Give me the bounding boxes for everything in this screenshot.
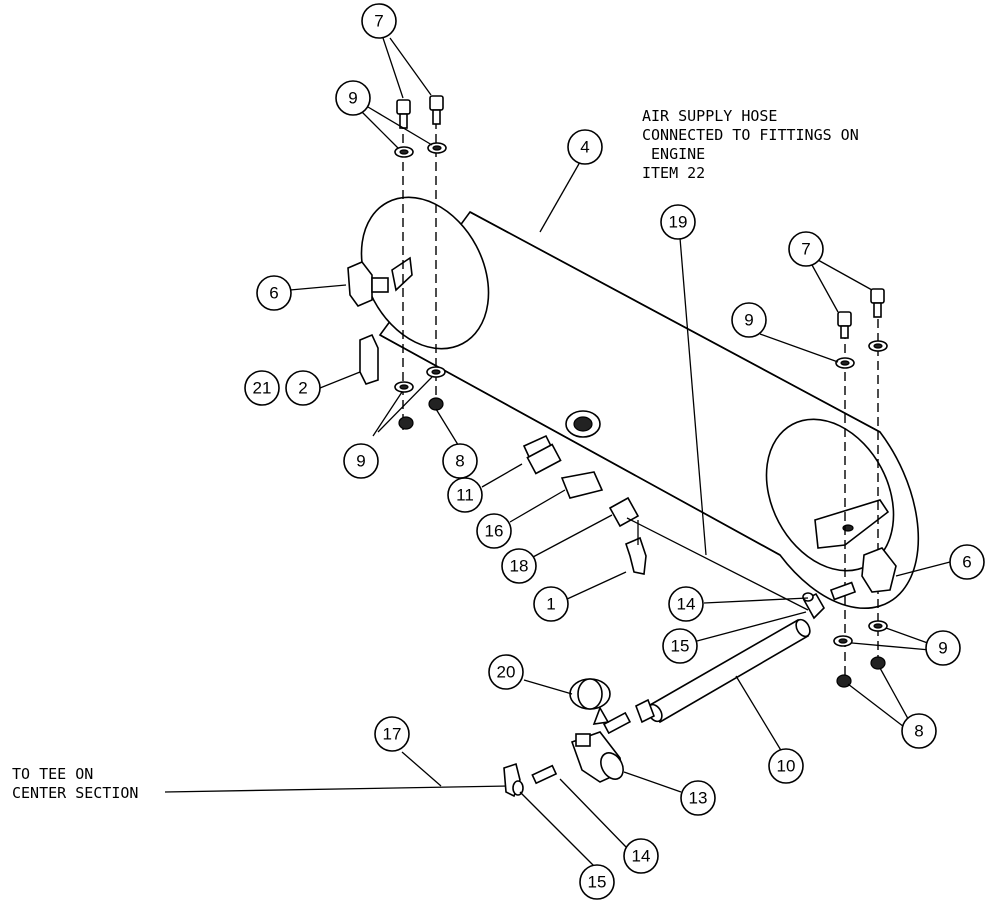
callout-9-left-bottom: 9 — [343, 443, 379, 479]
callout-13: 13 — [680, 780, 716, 816]
svg-text:15: 15 — [588, 873, 607, 892]
right-elbow-fitting — [802, 547, 897, 620]
svg-text:8: 8 — [914, 722, 923, 741]
svg-text:2: 2 — [298, 379, 307, 398]
svg-text:9: 9 — [744, 311, 753, 330]
callout-4: 4 — [567, 129, 603, 165]
left-hardware — [394, 95, 447, 430]
svg-text:1: 1 — [546, 595, 555, 614]
callout-8-right: 8 — [901, 713, 937, 749]
callout-2: 2 — [285, 370, 321, 406]
callout-1: 1 — [533, 586, 569, 622]
svg-text:6: 6 — [269, 284, 278, 303]
svg-text:7: 7 — [374, 12, 383, 31]
svg-text:14: 14 — [632, 847, 651, 866]
svg-text:9: 9 — [938, 639, 947, 658]
svg-text:20: 20 — [497, 663, 516, 682]
svg-text:21: 21 — [253, 379, 272, 398]
callout-7-right: 7 — [788, 231, 824, 267]
callout-15-right: 15 — [662, 628, 698, 664]
tank-outlet-fittings — [522, 434, 647, 575]
callout-19: 19 — [660, 204, 696, 240]
svg-text:15: 15 — [671, 637, 690, 656]
left-elbow-fitting — [347, 261, 389, 385]
svg-text:16: 16 — [485, 522, 504, 541]
callout-18: 18 — [501, 548, 537, 584]
svg-text:18: 18 — [510, 557, 529, 576]
air-tank — [360, 196, 920, 609]
line-fittings — [164, 762, 558, 798]
callout-14-right: 14 — [668, 586, 704, 622]
callout-15-bottom: 15 — [579, 864, 615, 900]
callout-20: 20 — [488, 654, 524, 690]
svg-text:13: 13 — [689, 789, 708, 808]
callout-7-top-left: 7 — [361, 3, 397, 39]
svg-text:7: 7 — [801, 240, 810, 259]
svg-text:9: 9 — [356, 452, 365, 471]
svg-text:11: 11 — [456, 486, 474, 505]
air-supply-note-line-1: AIR SUPPLY HOSE — [642, 107, 777, 125]
air-supply-line — [626, 517, 809, 611]
svg-text:6: 6 — [962, 553, 971, 572]
svg-text:8: 8 — [455, 452, 464, 471]
tee-note: TO TEE ON CENTER SECTION — [12, 765, 138, 802]
callout-10: 10 — [768, 748, 804, 784]
callout-8-left: 8 — [442, 443, 478, 479]
callout-6-left: 6 — [256, 275, 292, 311]
svg-text:4: 4 — [580, 138, 589, 157]
callout-14-bottom: 14 — [623, 838, 659, 874]
svg-text:17: 17 — [383, 725, 402, 744]
air-supply-note: AIR SUPPLY HOSE CONNECTED TO FITTINGS ON… — [642, 107, 859, 182]
svg-text:10: 10 — [777, 757, 796, 776]
callouts: 7 9 4 19 7 9 6 21 2 9 8 11 16 18 1 14 15… — [244, 3, 985, 900]
callout-21: 21 — [244, 370, 280, 406]
cap — [569, 678, 611, 725]
callout-17: 17 — [374, 716, 410, 752]
leader-lines — [289, 37, 951, 867]
callout-9-right-top: 9 — [731, 302, 767, 338]
callout-6-right: 6 — [949, 544, 985, 580]
svg-text:9: 9 — [348, 89, 357, 108]
tee-note-line-2: CENTER SECTION — [12, 784, 138, 802]
svg-text:19: 19 — [669, 213, 688, 232]
right-hardware — [833, 288, 888, 688]
callout-16: 16 — [476, 513, 512, 549]
callout-11: 11 — [447, 477, 483, 513]
air-supply-note-line-2: CONNECTED TO FITTINGS ON — [642, 126, 859, 144]
callout-9-top-left: 9 — [335, 80, 371, 116]
svg-text:14: 14 — [677, 595, 696, 614]
air-supply-note-line-4: ITEM 22 — [642, 164, 705, 182]
valve — [570, 731, 624, 783]
air-supply-note-line-3: ENGINE — [642, 145, 705, 163]
tee-note-line-1: TO TEE ON — [12, 765, 93, 783]
hose — [602, 618, 811, 735]
callout-9-right-bottom: 9 — [925, 630, 961, 666]
